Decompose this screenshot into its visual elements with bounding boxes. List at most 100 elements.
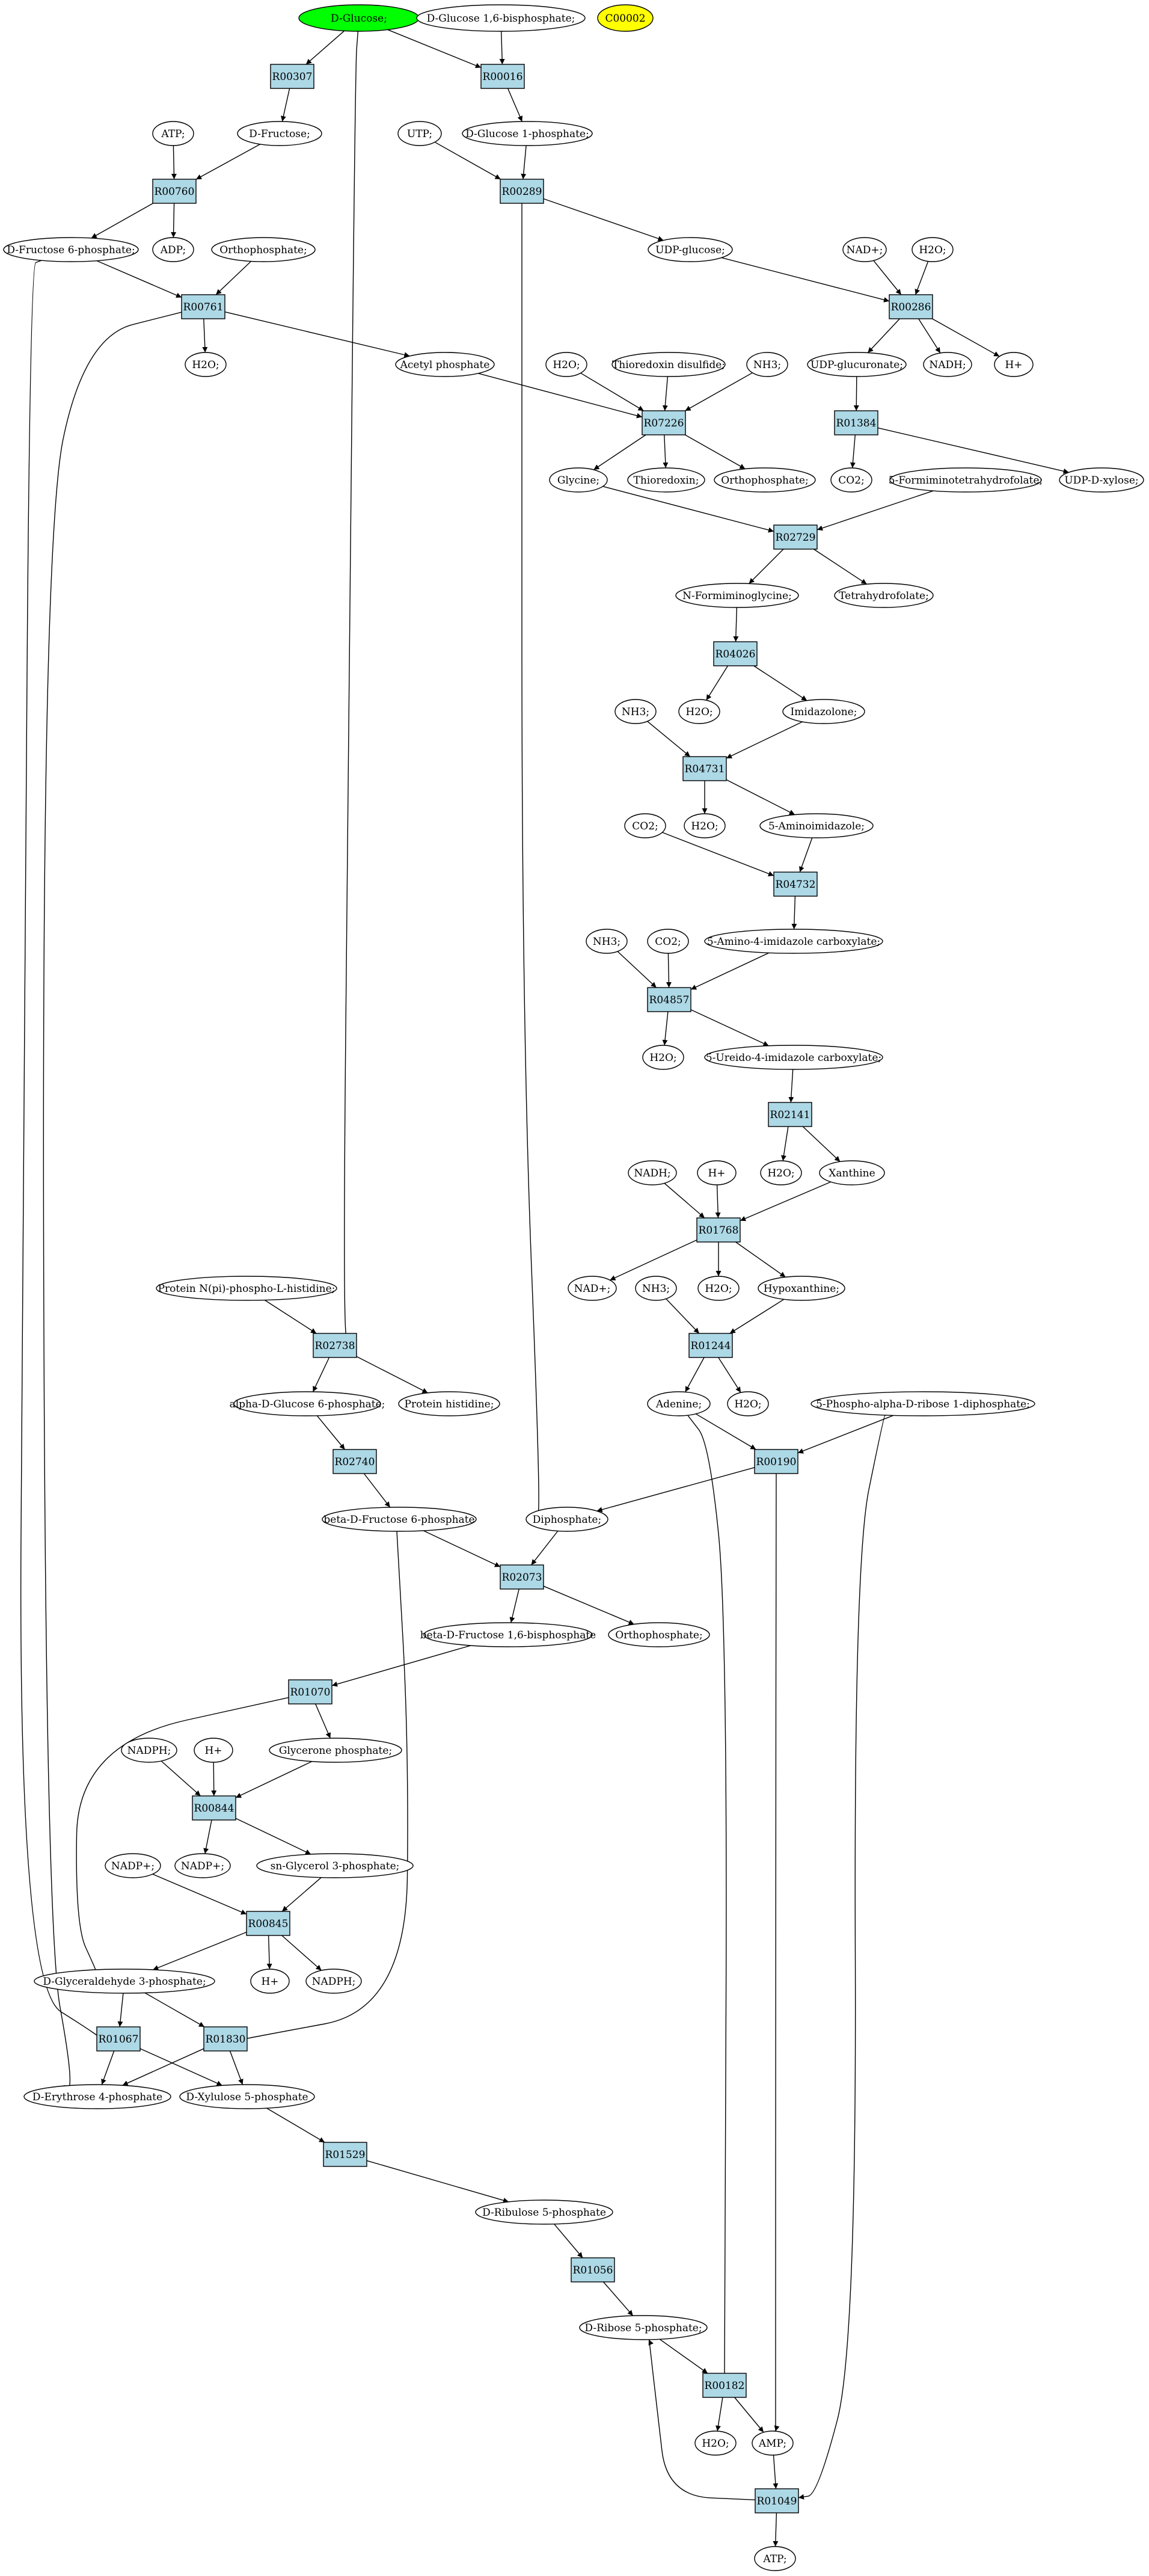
reaction-node-r00289[interactable]: R00289: [500, 179, 544, 204]
reaction-node-r00845[interactable]: R00845: [246, 1911, 290, 1936]
reaction-node-r01070[interactable]: R01070: [288, 1679, 332, 1705]
compound-node-pi2[interactable]: Orthophosphate;: [714, 467, 816, 493]
compound-node-acp[interactable]: Acetyl phosphate: [395, 352, 495, 377]
reaction-node-r04731[interactable]: R04731: [682, 756, 727, 781]
compound-node-h2o10[interactable]: H2O;: [694, 2430, 737, 2456]
compound-node-nad2[interactable]: NAD+;: [568, 1276, 617, 1301]
reaction-node-r07226[interactable]: R07226: [642, 410, 686, 435]
compound-node-nadph1[interactable]: NADPH;: [121, 1738, 177, 1763]
compound-node-xu5p[interactable]: D-Xylulose 5-phosphate: [179, 2084, 315, 2109]
compound-node-prhis[interactable]: Protein histidine;: [398, 1391, 500, 1416]
reaction-node-r00844[interactable]: R00844: [192, 1795, 236, 1821]
compound-node-h2o2[interactable]: H2O;: [185, 352, 227, 377]
reaction-node-r01384[interactable]: R01384: [834, 410, 878, 435]
reaction-node-r04857[interactable]: R04857: [647, 987, 691, 1012]
compound-node-g3p[interactable]: sn-Glycerol 3-phosphate;: [256, 1853, 414, 1878]
compound-node-nh3c[interactable]: NH3;: [586, 929, 628, 954]
reaction-node-r02729[interactable]: R02729: [773, 524, 818, 550]
compound-node-gly[interactable]: Glycine;: [549, 467, 608, 493]
compound-node-nadh1[interactable]: NADH;: [923, 352, 972, 377]
compound-node-f6p[interactable]: D-Fructose 6-phosphate;: [3, 237, 139, 262]
compound-node-hplus1[interactable]: H+: [994, 352, 1034, 377]
compound-node-h2o5[interactable]: H2O;: [684, 813, 726, 838]
compound-node-nadp1[interactable]: NADP+;: [174, 1853, 231, 1878]
reaction-node-r02141[interactable]: R02141: [768, 1102, 812, 1127]
compound-node-ade[interactable]: Adenine;: [647, 1391, 711, 1416]
compound-node-fru[interactable]: D-Fructose;: [237, 121, 322, 146]
reaction-node-r01049[interactable]: R01049: [755, 2488, 799, 2513]
reaction-node-r00307[interactable]: R00307: [270, 64, 314, 89]
compound-node-h2o6[interactable]: H2O;: [642, 1045, 684, 1070]
compound-node-amp[interactable]: AMP;: [752, 2430, 794, 2456]
compound-node-aimz[interactable]: 5-Aminoimidazole;: [759, 813, 874, 838]
compound-node-nh3a[interactable]: NH3;: [746, 352, 788, 377]
compound-node-imz[interactable]: Imidazolone;: [782, 699, 865, 724]
compound-node-h2o9[interactable]: H2O;: [727, 1391, 769, 1416]
reaction-node-r01244[interactable]: R01244: [688, 1333, 733, 1358]
reaction-node-r00286[interactable]: R00286: [889, 294, 933, 319]
compound-node-co2b[interactable]: CO2;: [624, 813, 666, 838]
reaction-node-r04732[interactable]: R04732: [773, 871, 818, 897]
compound-node-r5p[interactable]: D-Ribose 5-phosphate;: [579, 2315, 708, 2340]
compound-node-c00002[interactable]: C00002: [597, 4, 654, 32]
compound-node-h2o8[interactable]: H2O;: [697, 1276, 740, 1301]
compound-node-nh3b[interactable]: NH3;: [614, 699, 657, 724]
reaction-node-r00190[interactable]: R00190: [754, 1449, 798, 1474]
compound-node-g1p[interactable]: D-Glucose 1-phosphate;: [462, 121, 593, 146]
compound-node-hyp[interactable]: Hypoxanthine;: [758, 1276, 845, 1301]
reaction-node-r00182[interactable]: R00182: [702, 2373, 747, 2398]
reaction-node-r01830[interactable]: R01830: [203, 2026, 248, 2052]
compound-node-ppi[interactable]: Diphosphate;: [525, 1507, 608, 1532]
compound-node-aicarb[interactable]: 5-Amino-4-imidazole carboxylate;: [704, 929, 883, 954]
compound-node-hplus3[interactable]: H+: [194, 1738, 233, 1763]
compound-node-xan[interactable]: Xanthine: [819, 1160, 885, 1185]
reaction-node-r04026[interactable]: R04026: [713, 641, 758, 666]
compound-node-ru5p[interactable]: D-Ribulose 5-phosphate: [475, 2199, 613, 2225]
compound-node-atp1[interactable]: ATP;: [152, 121, 194, 146]
compound-node-nadph2[interactable]: NADPH;: [305, 1969, 362, 1994]
compound-node-h2o1[interactable]: H2O;: [912, 237, 954, 262]
compound-node-glc16bp[interactable]: D-Glucose 1,6-bisphosphate;: [416, 4, 586, 32]
reaction-node-r02073[interactable]: R02073: [500, 1564, 544, 1590]
compound-node-nadp2[interactable]: NADP+;: [105, 1853, 161, 1878]
compound-node-nad1[interactable]: NAD+;: [842, 237, 887, 262]
compound-node-co2c[interactable]: CO2;: [647, 929, 689, 954]
compound-node-trx[interactable]: Thioredoxin;: [627, 467, 705, 493]
compound-node-gap[interactable]: D-Glyceraldehyde 3-phosphate;: [34, 1969, 215, 1994]
compound-node-nadh2[interactable]: NADH;: [628, 1160, 677, 1185]
reaction-node-r01768[interactable]: R01768: [696, 1217, 741, 1243]
reaction-node-r01067[interactable]: R01067: [96, 2026, 141, 2052]
compound-node-uicarb[interactable]: 5-Ureido-4-imidazole carboxylate;: [704, 1045, 883, 1070]
reaction-node-r02738[interactable]: R02738: [313, 1333, 357, 1358]
compound-node-utp[interactable]: UTP;: [397, 121, 442, 146]
compound-node-nh3d[interactable]: NH3;: [635, 1276, 677, 1301]
compound-node-glc[interactable]: D-Glucose;: [298, 4, 420, 32]
compound-node-agp[interactable]: alpha-D-Glucose 6-phosphate;: [230, 1391, 385, 1416]
compound-node-udpglc[interactable]: UDP-glucose;: [648, 237, 733, 262]
compound-node-h2o4[interactable]: H2O;: [678, 699, 720, 724]
compound-node-udpxyl[interactable]: UDP-D-xylose;: [1059, 467, 1144, 493]
compound-node-e4p[interactable]: D-Erythrose 4-phosphate: [23, 2084, 171, 2109]
reaction-node-r01056[interactable]: R01056: [571, 2257, 615, 2282]
compound-node-prpp[interactable]: 5-Phospho-alpha-D-ribose 1-diphosphate;: [810, 1391, 1035, 1416]
compound-node-thf[interactable]: Tetrahydrofolate;: [834, 583, 934, 608]
compound-node-bfbp[interactable]: beta-D-Fructose 1,6-bisphosphate: [420, 1622, 596, 1647]
compound-node-fthf[interactable]: 5-Formiminotetrahydrofolate;: [889, 467, 1043, 493]
reaction-node-r00761[interactable]: R00761: [181, 294, 225, 319]
compound-node-pi1[interactable]: Orthophosphate;: [211, 237, 316, 262]
reaction-node-r02740[interactable]: R02740: [332, 1449, 377, 1474]
compound-node-dhap[interactable]: Glycerone phosphate;: [269, 1738, 402, 1763]
compound-node-bf6p[interactable]: beta-D-Fructose 6-phosphate: [322, 1507, 477, 1532]
compound-node-atp2[interactable]: ATP;: [754, 2546, 796, 2571]
compound-node-prohis[interactable]: Protein N(pi)-phospho-L-histidine;: [156, 1276, 337, 1301]
reaction-node-r00016[interactable]: R00016: [480, 64, 525, 89]
compound-node-co2a[interactable]: CO2;: [830, 467, 872, 493]
reaction-node-r01529[interactable]: R01529: [323, 2142, 367, 2167]
compound-node-adp[interactable]: ADP;: [152, 237, 194, 262]
compound-node-hplus4[interactable]: H+: [250, 1969, 290, 1994]
compound-node-trxss[interactable]: Thioredoxin disulfide;: [611, 352, 726, 377]
reaction-node-r00760[interactable]: R00760: [152, 179, 197, 204]
compound-node-fgly[interactable]: N-Formiminoglycine;: [675, 583, 799, 608]
compound-node-udpglcur[interactable]: UDP-glucuronate;: [807, 352, 907, 377]
compound-node-hplus2[interactable]: H+: [697, 1160, 737, 1185]
